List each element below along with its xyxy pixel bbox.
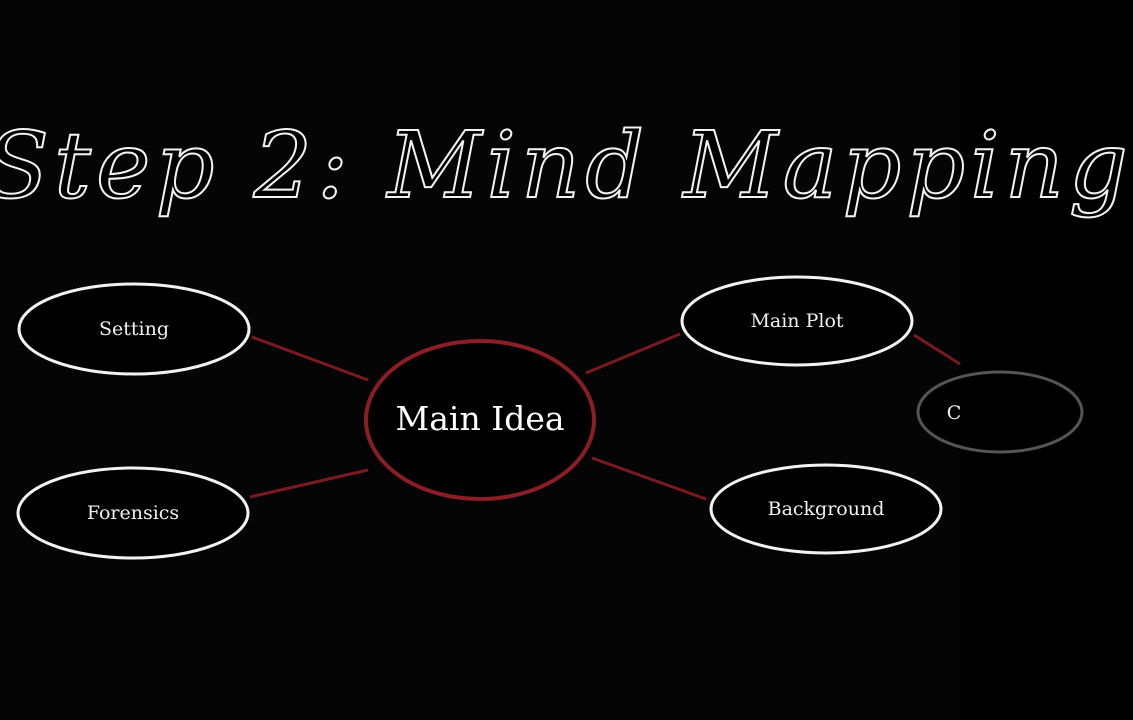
slide-title: Step 2: Mind Mapping — [0, 111, 1133, 220]
connector-partial — [913, 333, 961, 366]
setting-label: Setting — [99, 318, 169, 340]
connector-background — [591, 456, 707, 501]
connector-main-plot — [585, 332, 681, 375]
node-main-plot: Main Plot — [680, 275, 914, 367]
main-plot-label: Main Plot — [750, 310, 843, 332]
forensics-label: Forensics — [87, 502, 179, 524]
connector-forensics — [249, 468, 369, 499]
mind-map-diagram: Main Idea Setting Forensics Main Plot Ba… — [16, 275, 1084, 560]
node-setting: Setting — [17, 282, 251, 376]
connector-setting — [251, 335, 369, 382]
main-idea-label: Main Idea — [395, 399, 564, 438]
slide: Step 2: Mind Mapping Main Idea Setting F… — [0, 111, 1129, 560]
node-partial-offscreen: C — [916, 370, 1084, 454]
partial-node-label: C — [947, 402, 962, 424]
node-main-idea: Main Idea — [364, 339, 596, 501]
node-forensics: Forensics — [16, 466, 250, 560]
node-background: Background — [709, 463, 943, 555]
background-label: Background — [768, 498, 885, 520]
